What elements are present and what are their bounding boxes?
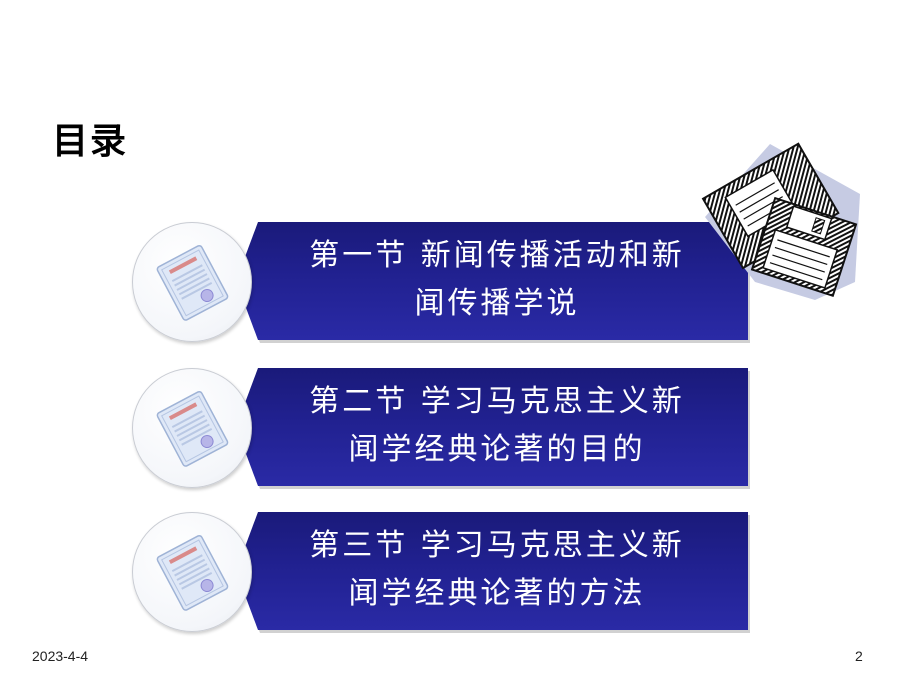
toc-banner: [236, 222, 748, 340]
floppy-disks-icon: [695, 132, 865, 302]
toc-item-text: 第二节 学习马克思主义新 闻学经典论著的目的: [262, 378, 732, 478]
toc-item-line1: 第二节 学习马克思主义新: [309, 384, 685, 419]
toc-banner: [236, 368, 748, 486]
toc-item-1[interactable]: 第一节 新闻传播活动和新 闻传播学说: [132, 222, 752, 343]
toc-item-2[interactable]: 第二节 学习马克思主义新 闻学经典论著的目的: [132, 368, 752, 489]
toc-item-line1: 第一节 新闻传播活动和新: [309, 238, 685, 273]
footer-date: 2023-4-4: [32, 648, 89, 664]
toc-item-line2: 闻传播学说: [414, 286, 580, 321]
certificate-icon: [132, 222, 252, 342]
toc-item-line2: 闻学经典论著的目的: [348, 432, 646, 467]
certificate-icon: [132, 368, 252, 488]
slide-title: 目录: [52, 120, 129, 162]
toc-item-text: 第三节 学习马克思主义新 闻学经典论著的方法: [262, 522, 732, 622]
toc-banner: [236, 512, 748, 630]
toc-item-3[interactable]: 第三节 学习马克思主义新 闻学经典论著的方法: [132, 512, 752, 633]
toc-item-line1: 第三节 学习马克思主义新: [309, 528, 685, 563]
page-number: 2: [855, 648, 863, 664]
toc-item-line2: 闻学经典论著的方法: [348, 576, 646, 611]
certificate-icon: [132, 512, 252, 632]
toc-item-text: 第一节 新闻传播活动和新 闻传播学说: [262, 232, 732, 332]
